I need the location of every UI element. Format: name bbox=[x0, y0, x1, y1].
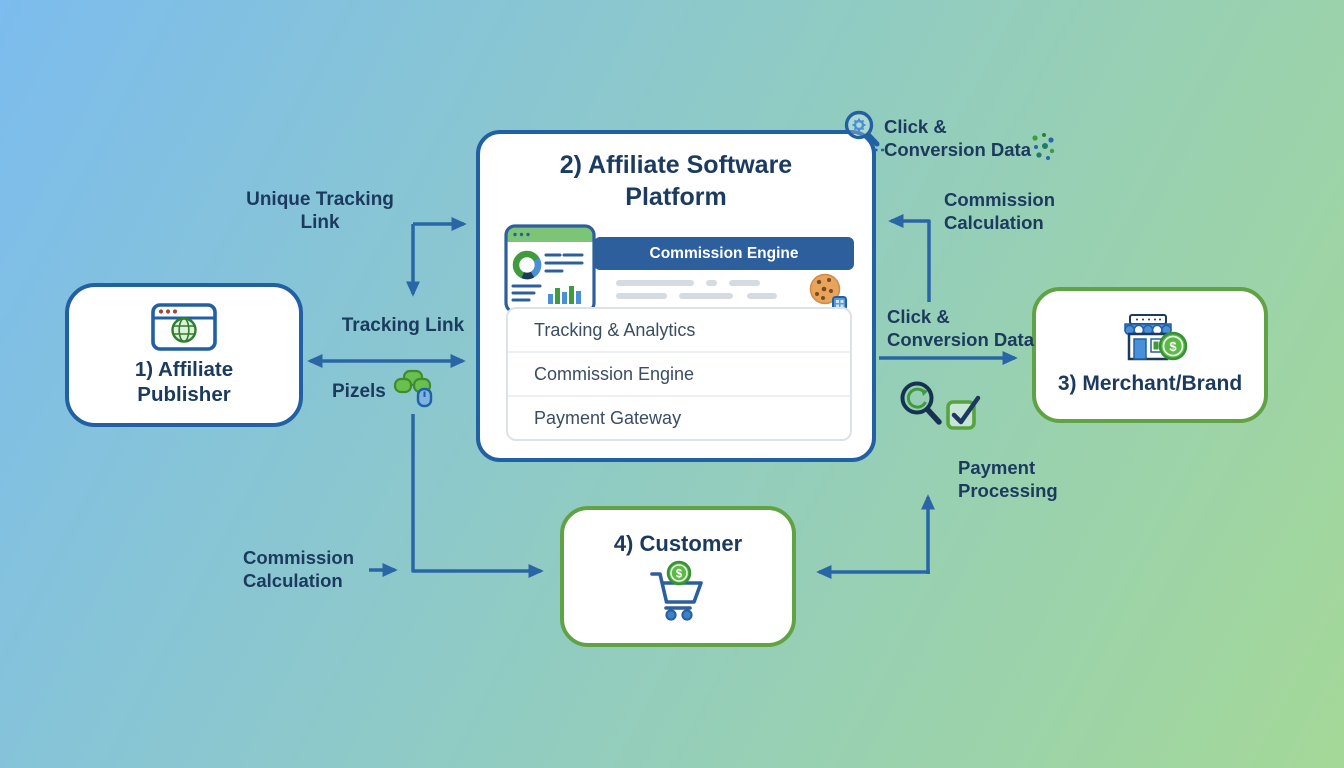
commission-engine-banner: Commission Engine bbox=[594, 237, 854, 270]
donut-chart-icon bbox=[512, 250, 542, 280]
feature-tracking-analytics: Tracking & Analytics bbox=[534, 319, 696, 340]
label-click-conversion-data-mid: Click & Conversion Data bbox=[887, 306, 1035, 350]
node-affiliate-publisher: 1) Affiliate Publisher bbox=[65, 283, 303, 427]
merchant-label: 3) Merchant/Brand bbox=[1057, 372, 1243, 396]
arrow-commission-calculation-right bbox=[888, 214, 931, 302]
arrow-pixels-to-customer bbox=[411, 414, 544, 578]
node-merchant-brand: $ 3) Merchant/Brand bbox=[1032, 287, 1268, 423]
magnifier-gear-icon bbox=[844, 110, 880, 147]
svg-text:$: $ bbox=[676, 568, 683, 580]
customer-label: 4) Customer bbox=[613, 531, 743, 557]
checkmark-box-icon bbox=[946, 395, 981, 430]
label-commission-calculation-left: Commission Calculation bbox=[243, 547, 355, 591]
platform-title: 2) Affiliate Software Platform bbox=[559, 151, 793, 211]
storefront-icon: $ bbox=[1124, 314, 1188, 361]
node-affiliate-software-platform: 2) Affiliate Software Platform bbox=[476, 130, 876, 462]
pixel-tag-icon bbox=[393, 369, 433, 408]
feature-commission-engine: Commission Engine bbox=[508, 351, 850, 395]
data-dots-icon bbox=[1032, 133, 1055, 160]
dollar-coin-icon: $ bbox=[666, 560, 692, 586]
search-refresh-icon bbox=[900, 381, 942, 425]
label-unique-tracking-link: Unique Tracking Link bbox=[246, 189, 394, 234]
platform-feature-list: Tracking & Analytics Commission Engine P… bbox=[506, 307, 852, 441]
node-customer: 4) Customer $ bbox=[560, 506, 796, 647]
feature-payment-gateway: Payment Gateway bbox=[508, 395, 850, 439]
label-commission-calculation-right: Commission Calculation bbox=[944, 189, 1056, 233]
globe-icon bbox=[171, 317, 197, 343]
cookie-icon bbox=[809, 273, 847, 311]
label-click-conversion-data-top: Click & Conversion Data bbox=[884, 116, 1032, 160]
svg-text:$: $ bbox=[1169, 339, 1177, 354]
browser-window-icon bbox=[151, 303, 217, 351]
label-payment-processing: Payment Processing bbox=[958, 457, 1058, 501]
shopping-cart-icon: $ bbox=[650, 560, 703, 621]
publisher-label: 1) Affiliate Publisher bbox=[134, 358, 234, 406]
bar-chart-icon bbox=[548, 286, 581, 304]
dollar-coin-icon: $ bbox=[1158, 331, 1188, 361]
label-pixels: Pizels bbox=[332, 381, 386, 402]
label-tracking-link: Tracking Link bbox=[341, 315, 465, 336]
dashboard-preview-icon bbox=[504, 224, 596, 314]
